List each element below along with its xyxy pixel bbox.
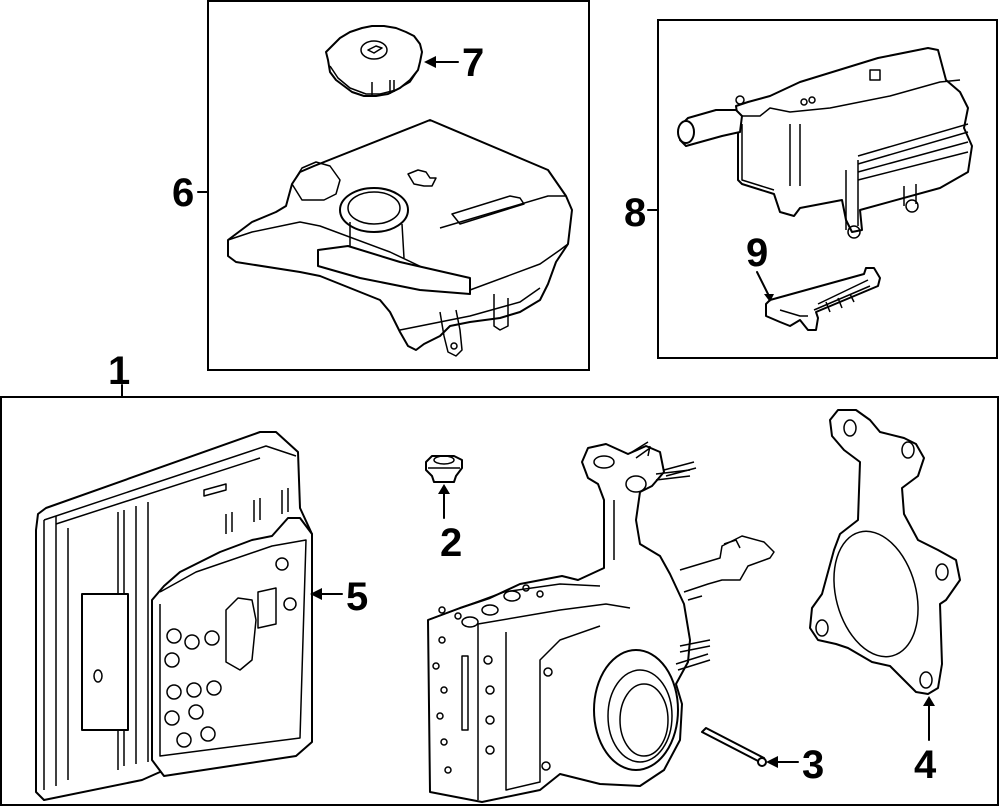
control-module-drawing <box>35 431 313 801</box>
mounting-studs <box>631 441 711 671</box>
group-box-6 <box>207 0 590 371</box>
brake-fluid-reservoir-drawing <box>227 119 573 357</box>
callout-1[interactable]: 1 <box>108 349 130 393</box>
group-box-1 <box>0 396 999 806</box>
reservoir-tank-drawing <box>677 47 973 239</box>
callout-9[interactable]: 9 <box>746 231 768 275</box>
reservoir-cap-drawing <box>325 25 423 97</box>
arrow-3 <box>766 756 778 768</box>
callout-2[interactable]: 2 <box>440 521 462 565</box>
bolt-drawing <box>701 727 767 767</box>
fluid-level-sensor-drawing <box>765 267 881 331</box>
group-box-8 <box>657 19 998 359</box>
callout-7[interactable]: 7 <box>462 41 484 85</box>
leader-line-9 <box>756 271 769 295</box>
arrow-2 <box>438 484 450 494</box>
arrow-7 <box>424 56 436 68</box>
abs-modulator-drawing <box>427 443 775 803</box>
grommet-drawing <box>425 455 463 483</box>
callout-3[interactable]: 3 <box>802 743 824 787</box>
gasket-drawing <box>809 409 961 695</box>
callout-8[interactable]: 8 <box>624 191 646 235</box>
callout-5[interactable]: 5 <box>346 575 368 619</box>
arrow-5 <box>310 588 322 600</box>
callout-4[interactable]: 4 <box>914 743 937 787</box>
arrow-9 <box>764 294 774 302</box>
arrow-4 <box>923 696 935 706</box>
callout-6[interactable]: 6 <box>172 171 194 215</box>
